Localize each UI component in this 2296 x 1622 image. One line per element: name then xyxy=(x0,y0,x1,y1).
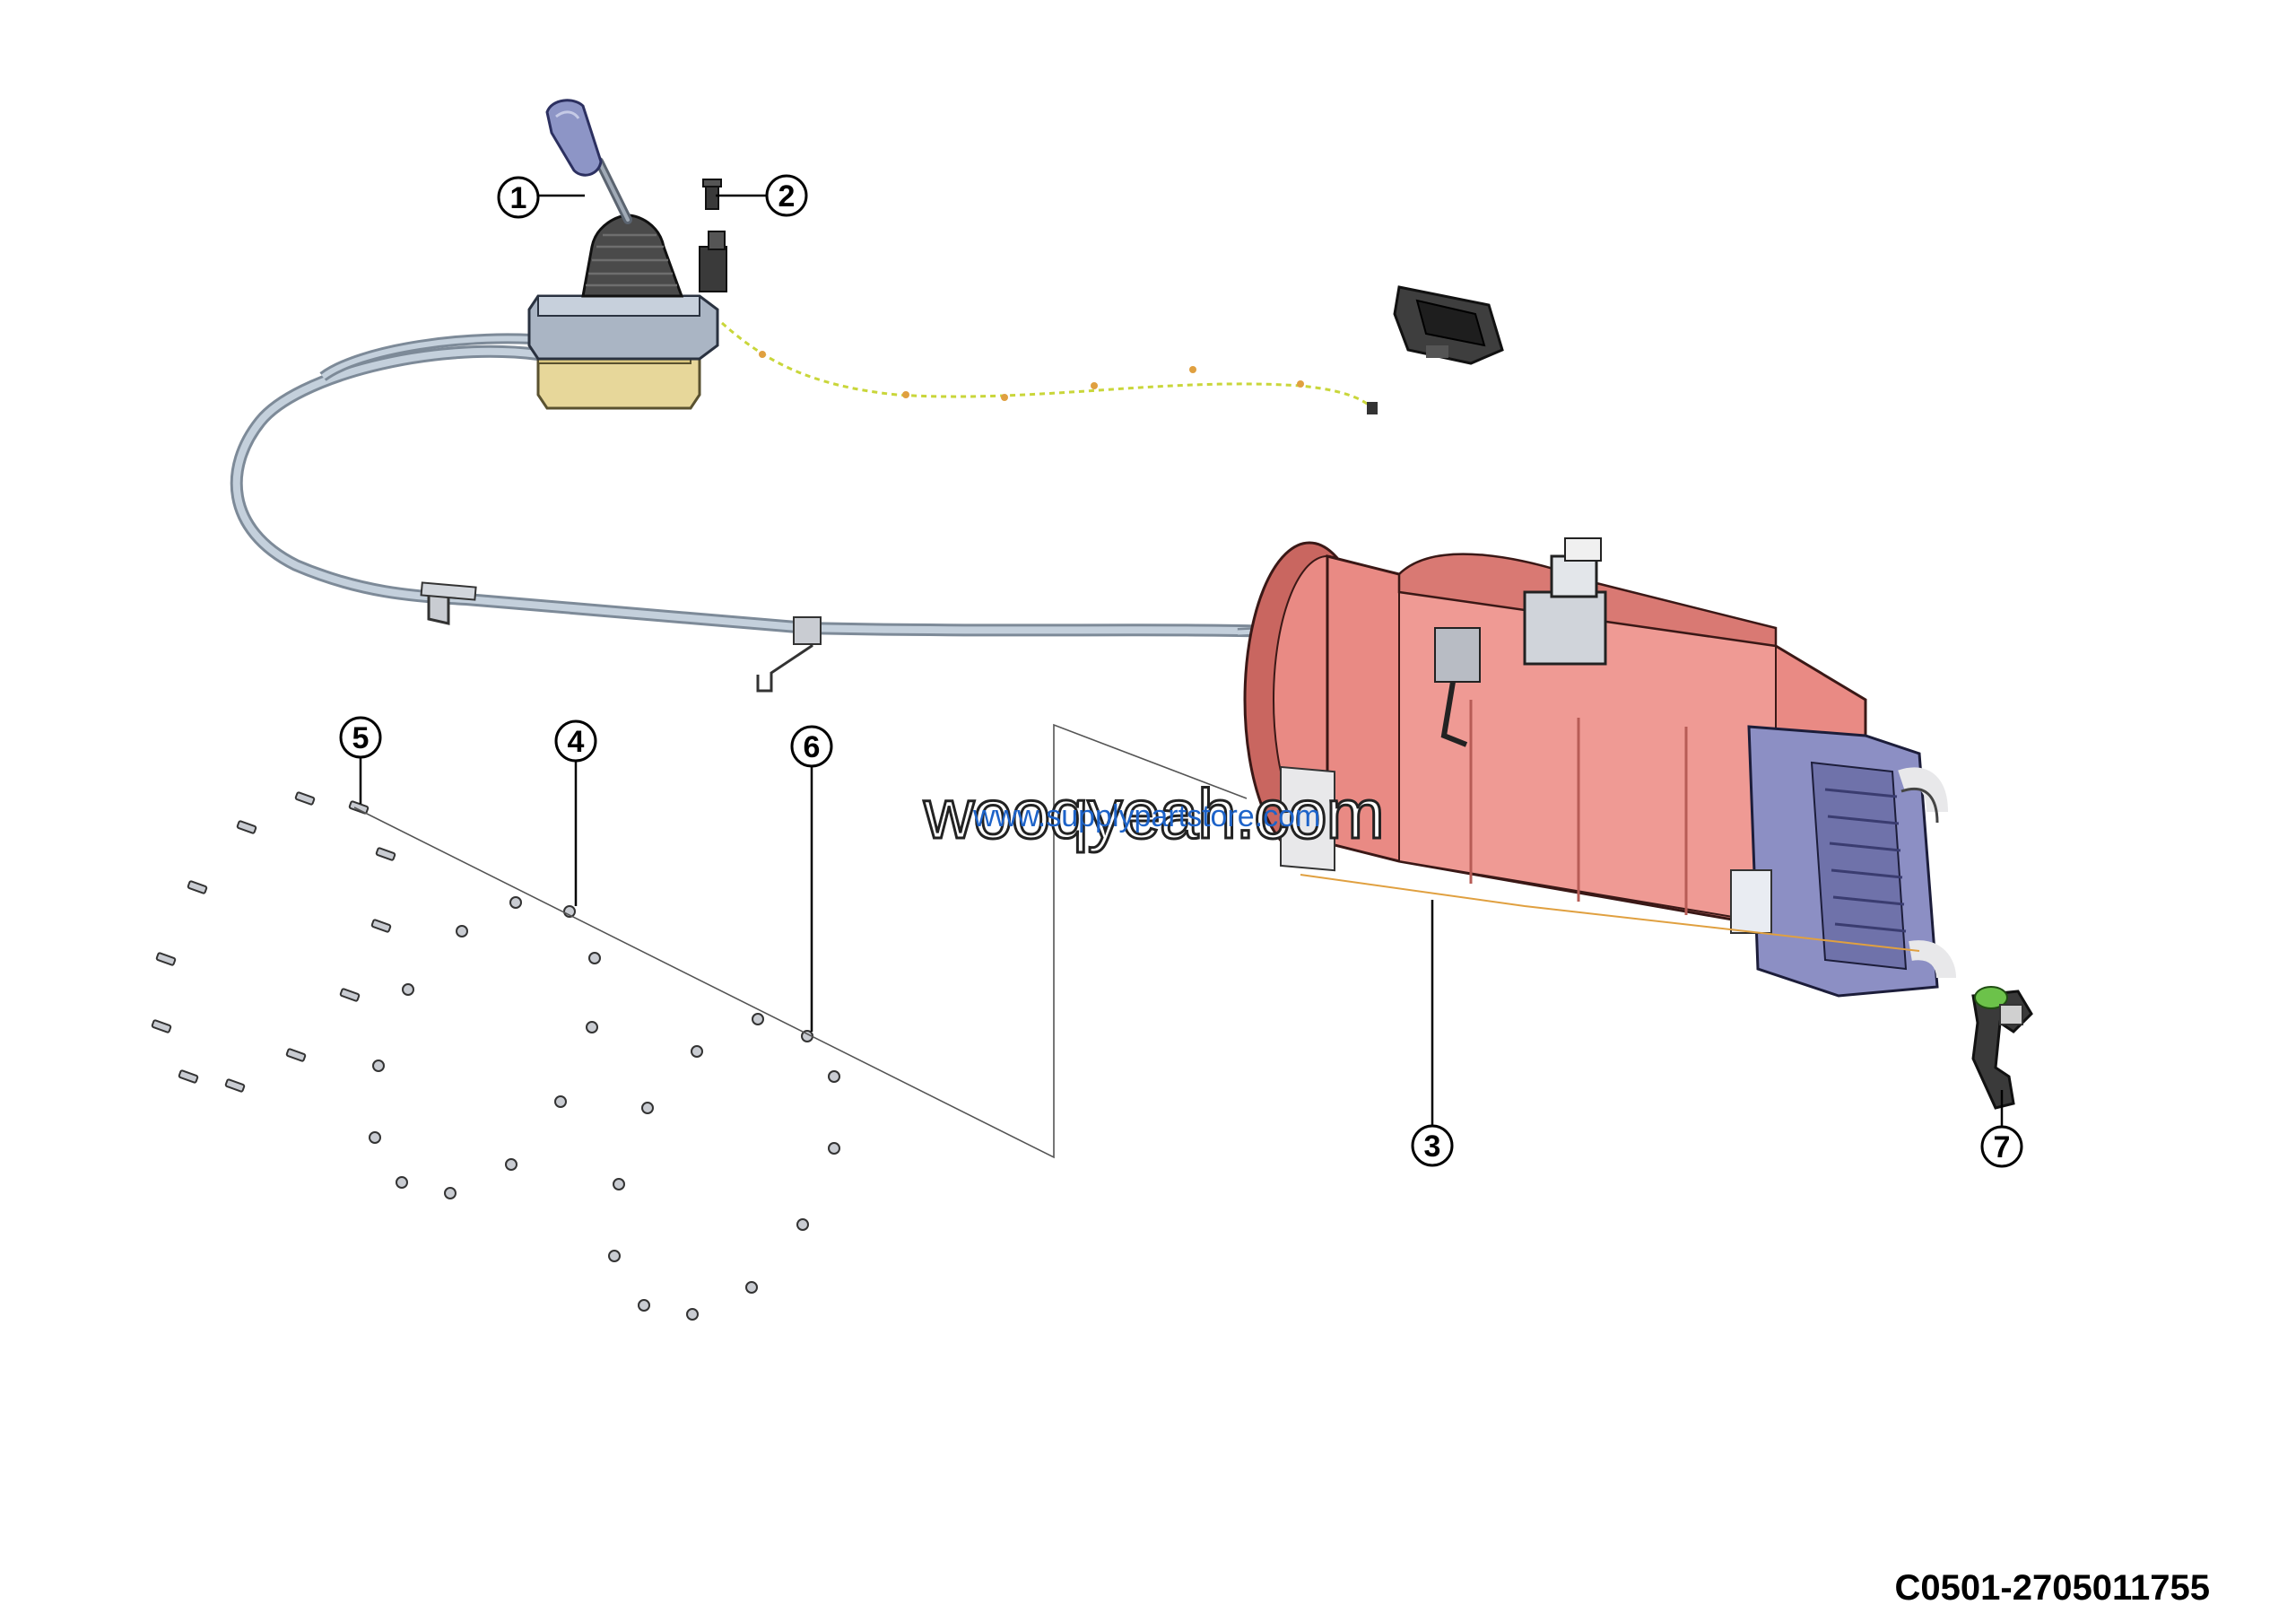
part-code-label: C0501-2705011755 xyxy=(1894,1568,2210,1608)
callout-4-label: 4 xyxy=(568,725,585,759)
cable-bracket-left xyxy=(420,581,477,625)
callout-1: 1 xyxy=(497,176,585,219)
fastener-bracket-lines xyxy=(353,723,1248,1159)
callout-3-label: 3 xyxy=(1424,1129,1441,1164)
callout-7: 7 xyxy=(1980,1090,2023,1168)
rear-module xyxy=(1730,725,1956,998)
callout-6: 6 xyxy=(790,725,833,1032)
callout-3: 3 xyxy=(1411,900,1454,1167)
watermark-text: wooqyeah.com xyxy=(923,774,1387,853)
callout-1-label: 1 xyxy=(510,181,527,215)
callout-4: 4 xyxy=(554,719,597,906)
switch-part xyxy=(702,179,722,210)
callout-5-label: 5 xyxy=(352,721,370,755)
sensor-part xyxy=(1971,986,2033,1110)
shift-lever-assembly xyxy=(527,99,727,410)
callout-6-label: 6 xyxy=(804,730,821,764)
cable-bracket-middle xyxy=(756,616,822,693)
wire-harness xyxy=(721,321,1378,414)
callout-5: 5 xyxy=(339,716,382,804)
shift-tower xyxy=(1434,537,1607,747)
transmission-assembly xyxy=(1243,537,1956,998)
fastener-group xyxy=(151,791,840,1321)
control-unit-module xyxy=(1393,285,1504,365)
callout-7-label: 7 xyxy=(1994,1130,2011,1164)
callout-2: 2 xyxy=(716,174,808,217)
callout-2-label: 2 xyxy=(778,179,796,214)
watermark-secondary-text: www.supplypartstore.com xyxy=(973,799,1321,833)
